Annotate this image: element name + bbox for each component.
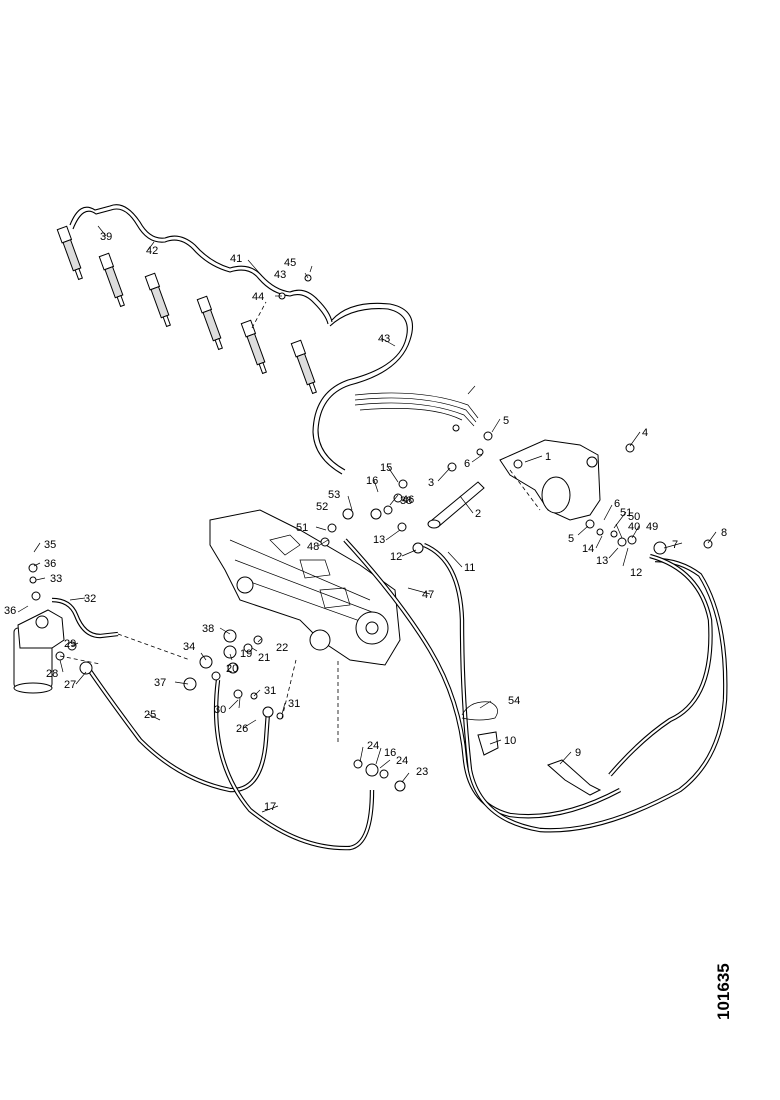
callout-30: 30	[214, 704, 226, 716]
callout-43a: 43	[274, 269, 286, 281]
callout-42: 43	[378, 333, 390, 345]
drawing-number-text: 101635	[714, 963, 733, 1020]
callout-35: 35	[44, 539, 56, 551]
callout-43b: 44	[252, 291, 264, 303]
callout-16a: 16	[366, 475, 378, 487]
callout-6b: 6	[614, 498, 620, 510]
callout-26: 26	[236, 723, 248, 735]
callout-39a: 39	[100, 231, 112, 243]
injection-pump	[209, 509, 401, 666]
callout-51b: 52	[316, 501, 328, 513]
callout-46: 47	[422, 589, 434, 601]
callout-44: 45	[284, 257, 296, 269]
callout-16b: 16	[384, 747, 396, 759]
fittings	[55, 274, 713, 792]
callout-13b: 13	[596, 555, 608, 567]
leader-lines	[17, 225, 717, 813]
callout-24a: 24	[367, 740, 379, 752]
callout-13a: 13	[373, 534, 385, 546]
callout-15: 15	[380, 462, 392, 474]
callout-11: 11	[464, 562, 475, 574]
injector-group	[56, 225, 317, 395]
callout-14: 14	[582, 543, 594, 555]
callout-25: 25	[144, 709, 156, 721]
harness-54	[354, 392, 479, 427]
callout-12a: 12	[390, 551, 402, 563]
callout-38a: 38	[202, 623, 214, 635]
callout-24b: 24	[396, 755, 408, 767]
callout-3: 3	[428, 477, 434, 489]
callout-9: 9	[575, 747, 581, 759]
callout-21: 21	[258, 652, 270, 664]
callout-5a: 5	[503, 415, 509, 427]
callout-31a: 31	[264, 685, 276, 697]
callout-labels: 1 2 3 4 5 5 6 6 7 8 9 10 11 12 12 13 13 …	[4, 231, 727, 813]
callout-37: 37	[154, 677, 166, 689]
fuel-pipes	[51, 538, 728, 851]
drawing-number: 101635	[708, 958, 748, 1028]
callout-40: 41	[230, 253, 242, 265]
callout-12b: 12	[630, 567, 642, 579]
callout-33: 33	[50, 573, 62, 585]
injector	[98, 252, 125, 308]
callout-8: 8	[721, 527, 727, 539]
callout-32: 32	[84, 593, 96, 605]
callout-7: 7	[672, 539, 678, 551]
callout-22: 22	[276, 642, 288, 654]
callout-34: 34	[183, 641, 195, 653]
injector	[144, 272, 171, 328]
callout-29: 29	[64, 638, 76, 650]
callout-2: 2	[475, 508, 481, 520]
callout-27: 27	[64, 679, 76, 691]
callout-5b: 5	[568, 533, 574, 545]
callout-1: 1	[545, 451, 551, 463]
bracket-10	[477, 731, 499, 756]
fuel-filter	[13, 563, 65, 694]
callout-19: 19	[240, 648, 252, 660]
callout-36b: 36	[4, 605, 16, 617]
callout-39b: 40	[628, 521, 640, 533]
bracket-1	[499, 439, 601, 521]
injector	[56, 225, 83, 281]
injector	[196, 295, 223, 351]
callout-36a: 36	[44, 558, 56, 570]
leak-off-line	[69, 204, 333, 325]
bracket-9	[547, 759, 602, 796]
injector	[240, 319, 267, 375]
callout-23: 23	[416, 766, 428, 778]
callout-28: 28	[46, 668, 58, 680]
callout-53: 54	[508, 695, 520, 707]
callout-50: 51	[620, 507, 632, 519]
callout-45: 46	[402, 494, 414, 506]
clip-53	[461, 701, 498, 721]
callout-49: 50	[628, 511, 640, 523]
return-line-42	[317, 302, 414, 471]
callout-20: 20	[226, 663, 238, 675]
callout-41: 42	[146, 245, 158, 257]
rod-2	[427, 481, 485, 529]
callout-6a: 6	[464, 458, 470, 470]
callout-4: 4	[642, 427, 648, 439]
callout-51a: 51	[296, 522, 308, 534]
callout-17: 17	[264, 801, 276, 813]
callout-48: 49	[646, 521, 658, 533]
callout-47: 48	[307, 541, 319, 553]
callout-52: 53	[328, 489, 340, 501]
callout-38b: 38	[400, 495, 412, 507]
callout-31b: 31	[288, 698, 300, 710]
callout-10: 10	[504, 735, 516, 747]
injector	[290, 339, 317, 395]
dashed-links	[59, 301, 541, 742]
